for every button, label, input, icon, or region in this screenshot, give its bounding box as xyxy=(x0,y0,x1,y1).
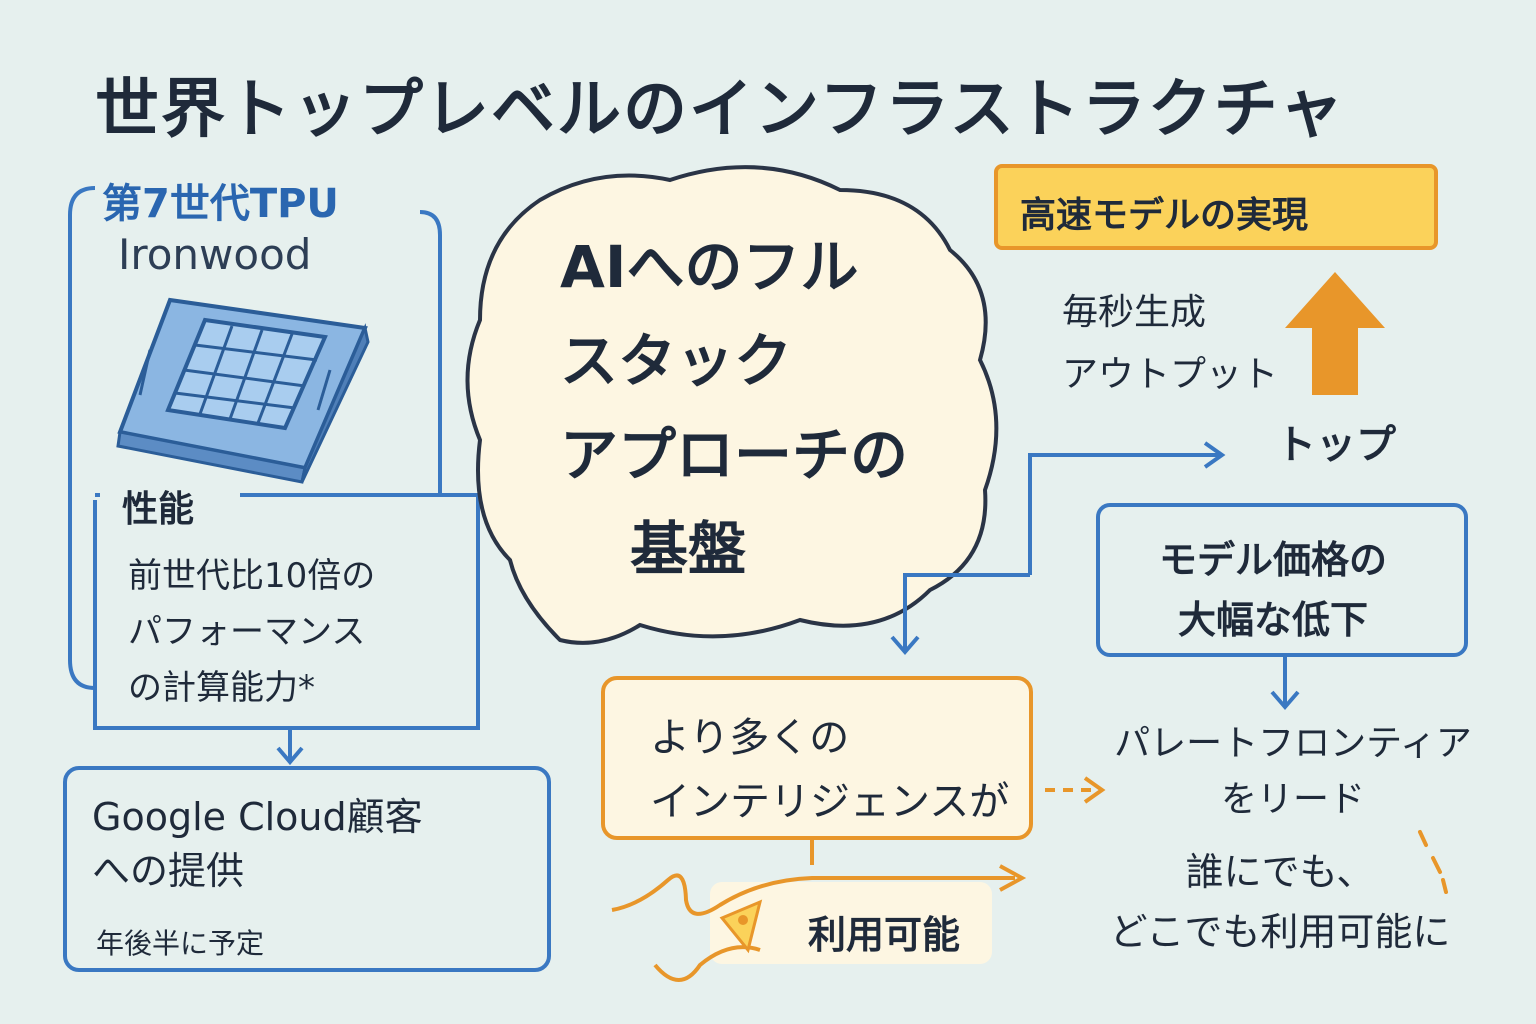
bubble-line: アプローチの xyxy=(560,421,909,489)
bubble-line: スタック xyxy=(560,327,793,395)
speech-bubble xyxy=(465,165,999,645)
price-text: モデル価格の 大幅な低下 xyxy=(1128,530,1418,650)
connector-more xyxy=(903,573,1030,650)
google-cloud-line: への提供 xyxy=(92,849,245,893)
performance-label: 性能 xyxy=(122,489,195,530)
pareto-line: パレートフロンティア xyxy=(1114,723,1472,764)
anyone-text: 誰にでも、 どこでも利用可能に xyxy=(1060,842,1500,962)
tpu-name: Ironwood xyxy=(118,230,312,279)
bubble-text: AIへのフル スタック アプローチの 基盤 xyxy=(560,220,908,596)
performance-line: 前世代比10倍の xyxy=(128,556,376,596)
decor-dashes xyxy=(1418,830,1448,894)
bubble-line: 基盤 xyxy=(630,515,747,583)
tpu-bracket xyxy=(68,186,96,690)
pareto-line: をリード xyxy=(1220,779,1365,820)
anyone-line: どこでも利用可能に xyxy=(1109,910,1451,954)
more-line: インテリジェンスが xyxy=(650,779,1010,825)
output-line: 毎秒生成 xyxy=(1062,292,1207,333)
performance-line: の計算能力* xyxy=(128,668,315,708)
badge-icon xyxy=(719,899,763,954)
performance-box xyxy=(93,493,480,730)
google-cloud-box xyxy=(63,766,551,972)
price-line: 大幅な低下 xyxy=(1177,598,1368,642)
google-cloud-line: Google Cloud顧客 xyxy=(92,795,423,839)
anyone-line: 誰にでも、 xyxy=(1185,850,1375,894)
price-line: モデル価格の xyxy=(1158,538,1387,582)
performance-line: パフォーマンス xyxy=(128,612,366,652)
output-line: アウトプット xyxy=(1062,354,1279,395)
page-title: 世界トップレベルのインフラストラクチャ xyxy=(95,73,1346,147)
arrow-to-pareto xyxy=(1270,655,1300,711)
performance-text: 前世代比10倍の パフォーマンス の計算能力* xyxy=(128,548,375,716)
pareto-text: パレートフロンティア をリード xyxy=(1108,716,1478,828)
more-line: より多くの xyxy=(650,715,850,761)
chip-icon xyxy=(116,297,370,484)
more-intelligence-box xyxy=(601,676,1033,840)
fast-model-label: 高速モデルの実現 xyxy=(1020,195,1309,236)
up-arrow xyxy=(1285,272,1385,395)
bubble-line: AIへのフル xyxy=(560,233,859,301)
tpu-bracket-right xyxy=(419,210,442,495)
available-swoosh xyxy=(611,838,1015,916)
available-label: 利用可能 xyxy=(808,913,961,957)
connector-top xyxy=(1028,453,1220,575)
top-label: トップ xyxy=(1276,422,1396,468)
tpu-heading: 第7世代TPU xyxy=(102,181,339,227)
more-intelligence-text: より多くの インテリジェンスが xyxy=(650,706,1009,834)
output-text: 毎秒生成 アウトプット xyxy=(1062,282,1278,406)
available-box xyxy=(710,882,992,964)
price-box xyxy=(1096,503,1468,657)
arrow-to-cloud xyxy=(276,728,304,766)
google-cloud-sub: 年後半に予定 xyxy=(96,927,265,960)
google-cloud-text: Google Cloud顧客 への提供 xyxy=(92,790,423,898)
fast-model-box xyxy=(994,164,1438,250)
